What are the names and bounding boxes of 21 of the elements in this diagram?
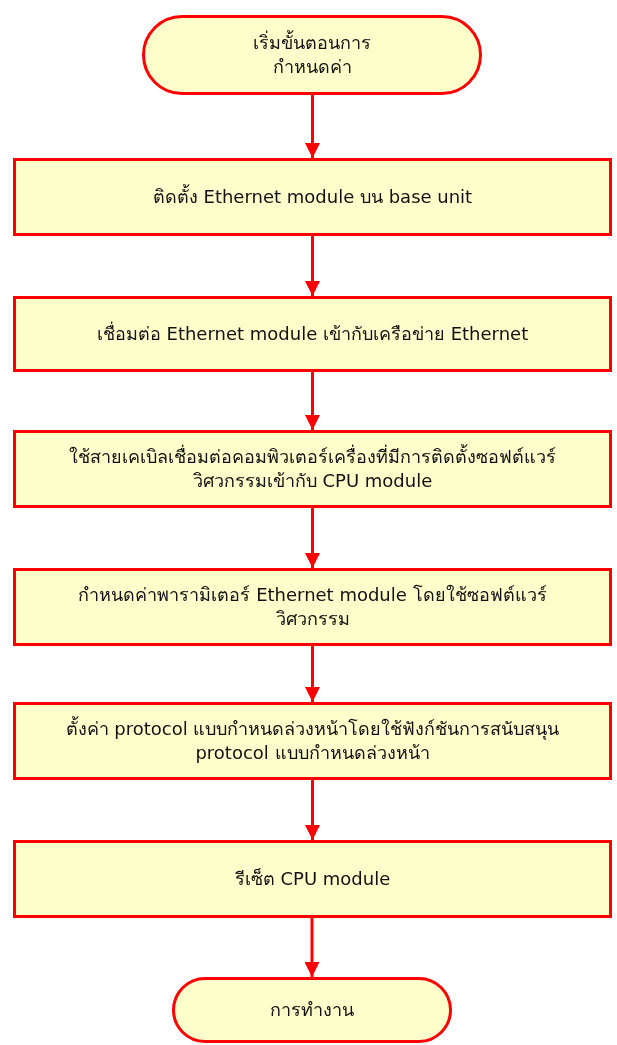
arrow — [304, 918, 320, 977]
arrow — [305, 646, 320, 702]
process-box — [13, 840, 612, 918]
step-text: ตั้งค่า protocol แบบกำหนดล่วงหน้าโดยใช้ฟังก์ชันการสนับสนุน protocol แบบกำหนดล่วงหน้า — [64, 716, 561, 765]
step-text: ติดตั้ง Ethernet module บน base unit — [152, 184, 473, 209]
step-text: กำหนดค่าพารามิเตอร์ Ethernet module โดยใช้ซอฟต์แวร์วิศวกรรม — [77, 582, 548, 631]
arrow — [305, 780, 320, 840]
step-text: รีเซ็ต CPU module — [234, 866, 391, 891]
arrow — [305, 236, 320, 296]
arrow — [305, 372, 320, 430]
process-box — [13, 296, 612, 372]
step-text: เชื่อมต่อ Ethernet module เข้ากับเครือข่าย Ethernet — [96, 321, 529, 346]
process-box — [13, 430, 612, 508]
process-box — [13, 158, 612, 236]
step-text: การทำงาน — [270, 997, 354, 1022]
step-text: เริ่มขั้นตอนการกำหนดค่า — [252, 30, 372, 79]
arrow — [305, 95, 320, 158]
arrow — [305, 508, 320, 568]
process-box — [13, 568, 612, 646]
process-box — [13, 702, 612, 780]
step-text: ใช้สายเคเบิลเชื่อมต่อคอมพิวเตอร์เครื่องที่มีการติดตั้งซอฟต์แวร์วิศวกรรมเข้ากับ CPU module — [68, 444, 557, 493]
